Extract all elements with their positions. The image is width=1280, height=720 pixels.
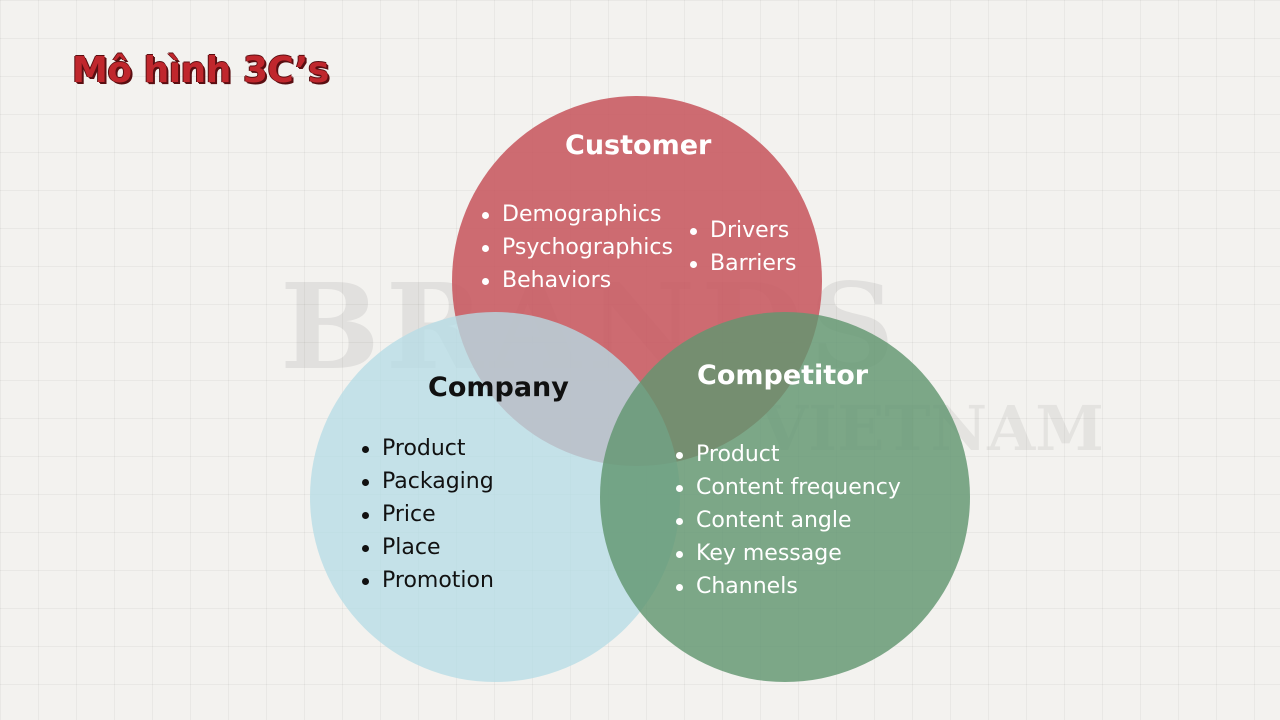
list-item: Content frequency bbox=[674, 471, 901, 504]
list-item: Behaviors bbox=[480, 264, 673, 297]
list-item: Packaging bbox=[360, 465, 494, 498]
competitor-list: Product Content frequency Content angle … bbox=[674, 438, 901, 603]
list-item: Channels bbox=[674, 570, 901, 603]
company-list: Product Packaging Price Place Promotion bbox=[360, 432, 494, 597]
list-item: Place bbox=[360, 531, 494, 564]
company-heading: Company bbox=[428, 372, 569, 403]
list-item: Drivers bbox=[688, 214, 796, 247]
list-item: Price bbox=[360, 498, 494, 531]
list-item: Content angle bbox=[674, 504, 901, 537]
customer-list-right: Drivers Barriers bbox=[688, 214, 796, 280]
customer-heading: Customer bbox=[565, 130, 712, 161]
list-item: Barriers bbox=[688, 247, 796, 280]
list-item: Key message bbox=[674, 537, 901, 570]
list-item: Product bbox=[674, 438, 901, 471]
competitor-circle bbox=[600, 312, 970, 682]
competitor-heading: Competitor bbox=[697, 360, 869, 391]
list-item: Demographics bbox=[480, 198, 673, 231]
customer-list-left: Demographics Psychographics Behaviors bbox=[480, 198, 673, 297]
list-item: Promotion bbox=[360, 564, 494, 597]
page-title: Mô hình 3C’s bbox=[72, 50, 329, 91]
list-item: Psychographics bbox=[480, 231, 673, 264]
list-item: Product bbox=[360, 432, 494, 465]
